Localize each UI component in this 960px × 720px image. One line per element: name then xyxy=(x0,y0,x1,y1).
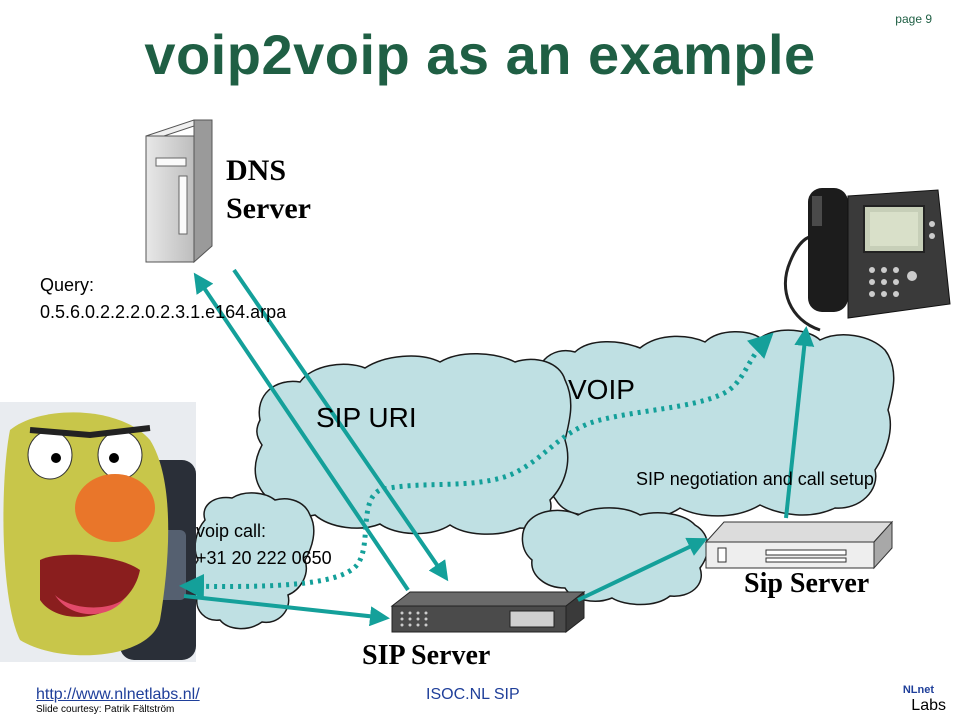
voip-call-label: voip call: +31 20 222 0650 xyxy=(196,518,332,572)
puppet-photo xyxy=(0,402,196,662)
nlnet-logo-top: NLnet xyxy=(902,684,934,696)
footer-url-link[interactable]: http://www.nlnetlabs.nl/ xyxy=(36,686,200,703)
ip-phone-icon xyxy=(784,188,951,332)
sip-server-right-label: Sip Server xyxy=(744,568,870,599)
nlnet-logo-bottom: Labs xyxy=(911,697,946,714)
sip-uri-label: SIP URI xyxy=(316,402,417,433)
slide-title: voip2voip as an example xyxy=(144,23,816,86)
voip-cloud-label: VOIP xyxy=(568,374,635,405)
voip-call-line2: +31 20 222 0650 xyxy=(196,548,332,568)
dns-label-line2: Server xyxy=(226,192,311,225)
flow-arrows xyxy=(179,268,815,627)
voip-call-line1: voip call: xyxy=(196,521,267,541)
query-label-line1: Query: xyxy=(40,275,95,295)
dns-server-label: DNS Server xyxy=(226,152,311,228)
sip-server-device-icon xyxy=(390,590,586,634)
sip-server-left-label: SIP Server xyxy=(362,640,491,671)
page-number: page 9 xyxy=(895,12,932,26)
arrow-sip-to-phone xyxy=(784,326,815,519)
server-tower-icon xyxy=(145,119,213,264)
dns-label-line1: DNS xyxy=(226,154,287,187)
cloud-lower-right xyxy=(521,507,709,606)
footer-center-text: ISOC.NL SIP xyxy=(426,686,520,703)
arrow-dotted-voip-path xyxy=(179,332,774,599)
query-label-line2: 0.5.6.0.2.2.2.0.2.3.1.e164.arpa xyxy=(40,302,287,322)
footer-credit: Slide courtesy: Patrik Fältström xyxy=(36,704,175,715)
sip-negotiation-label: SIP negotiation and call setup xyxy=(636,469,874,489)
query-label: Query: 0.5.6.0.2.2.2.0.2.3.1.e164.arpa xyxy=(40,272,286,326)
arrow-voip-call xyxy=(183,594,390,627)
sip-server-device-icon-right xyxy=(704,520,894,570)
